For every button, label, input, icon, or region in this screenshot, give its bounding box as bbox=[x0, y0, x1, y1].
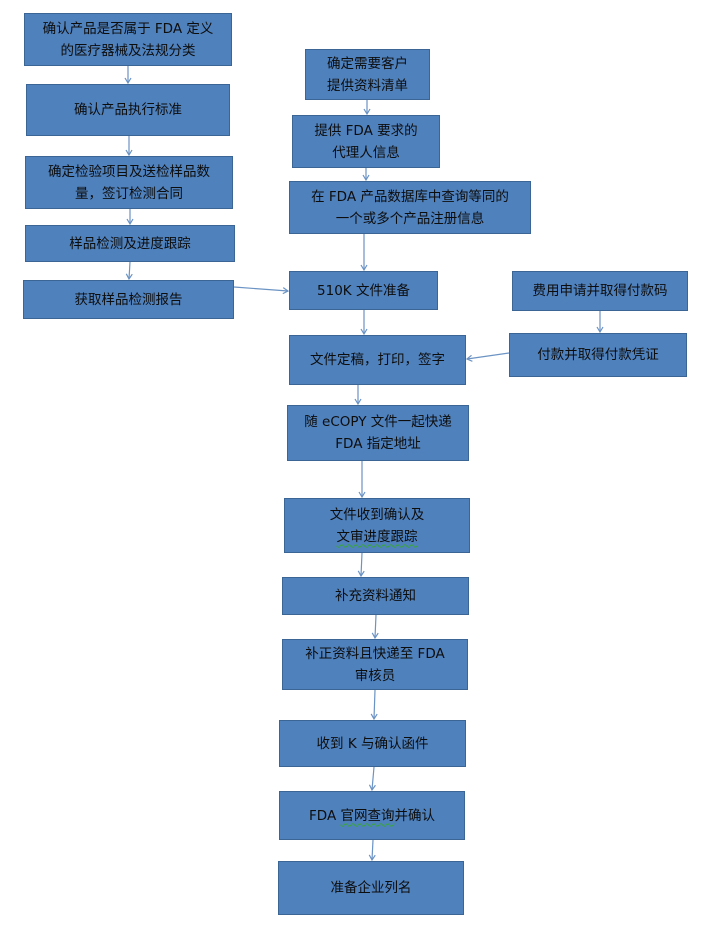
step-finalize-print-sign: 文件定稿，打印，签字 bbox=[289, 335, 466, 385]
step-provide-agent-info: 提供 FDA 要求的 代理人信息 bbox=[292, 115, 440, 168]
step-label: 确定需要客户 提供资料清单 bbox=[327, 55, 408, 94]
step-fee-application: 费用申请并取得付款码 bbox=[512, 271, 688, 311]
step-label: 补充资料通知 bbox=[335, 588, 416, 604]
step-payment-receipt: 付款并取得付款凭证 bbox=[509, 333, 687, 377]
step-establishment-listing: 准备企业列名 bbox=[278, 861, 464, 915]
step-label: 补正资料且快递至 FDA 审核员 bbox=[305, 645, 445, 684]
step-label: 510K 文件准备 bbox=[317, 282, 410, 299]
step-label: 提供 FDA 要求的 代理人信息 bbox=[314, 122, 418, 161]
step-label: 随 eCOPY 文件一起快递 FDA 指定地址 bbox=[304, 414, 452, 452]
step-sample-testing-tracking: 样品检测及进度跟踪 bbox=[25, 225, 235, 262]
step-label: 付款并取得付款凭证 bbox=[537, 347, 659, 363]
step-client-document-list: 确定需要客户 提供资料清单 bbox=[305, 49, 430, 100]
step-label: FDA 官网查询并确认 bbox=[309, 805, 435, 827]
step-label: 确认产品是否属于 FDA 定义 的医疗器械及法规分类 bbox=[42, 20, 214, 59]
step-label-line1: 文件收到确认及 bbox=[329, 506, 425, 523]
step-label-marked: 官网查询 bbox=[340, 807, 395, 824]
step-510k-preparation: 510K 文件准备 bbox=[289, 271, 438, 310]
step-receipt-review-tracking: 文件收到确认及 文审进度跟踪 bbox=[284, 498, 470, 553]
step-label: 费用申请并取得付款码 bbox=[532, 283, 668, 299]
step-courier-with-ecopy: 随 eCOPY 文件一起快递 FDA 指定地址 bbox=[287, 405, 469, 461]
step-submit-corrections: 补正资料且快递至 FDA 审核员 bbox=[282, 639, 468, 690]
step-label-prefix: FDA bbox=[309, 807, 341, 824]
step-label: 在 FDA 产品数据库中查询等同的 一个或多个产品注册信息 bbox=[311, 188, 509, 227]
step-label: 准备企业列名 bbox=[330, 880, 412, 896]
step-confirm-device-classification: 确认产品是否属于 FDA 定义 的医疗器械及法规分类 bbox=[24, 13, 232, 66]
step-label-suffix: 并确认 bbox=[394, 807, 435, 824]
step-label: 样品检测及进度跟踪 bbox=[69, 235, 191, 252]
step-label: 获取样品检测报告 bbox=[74, 291, 183, 308]
step-define-test-items: 确定检验项目及送检样品数 量，签订检测合同 bbox=[25, 156, 233, 209]
step-label: 确认产品执行标准 bbox=[74, 102, 182, 118]
step-label: 确定检验项目及送检样品数 量，签订检测合同 bbox=[48, 163, 210, 202]
step-additional-info-notice: 补充资料通知 bbox=[282, 577, 469, 615]
step-query-predicate-devices: 在 FDA 产品数据库中查询等同的 一个或多个产品注册信息 bbox=[289, 181, 531, 234]
step-fda-website-verify: FDA 官网查询并确认 bbox=[279, 791, 465, 840]
step-label: 收到 K 与确认函件 bbox=[316, 735, 429, 752]
step-obtain-test-report: 获取样品检测报告 bbox=[23, 280, 234, 319]
step-label: 文件定稿，打印，签字 bbox=[310, 352, 445, 368]
step-confirm-standards: 确认产品执行标准 bbox=[26, 84, 230, 136]
step-label-line2: 文审进度跟踪 bbox=[336, 528, 418, 545]
step-receive-k-letter: 收到 K 与确认函件 bbox=[279, 720, 466, 767]
